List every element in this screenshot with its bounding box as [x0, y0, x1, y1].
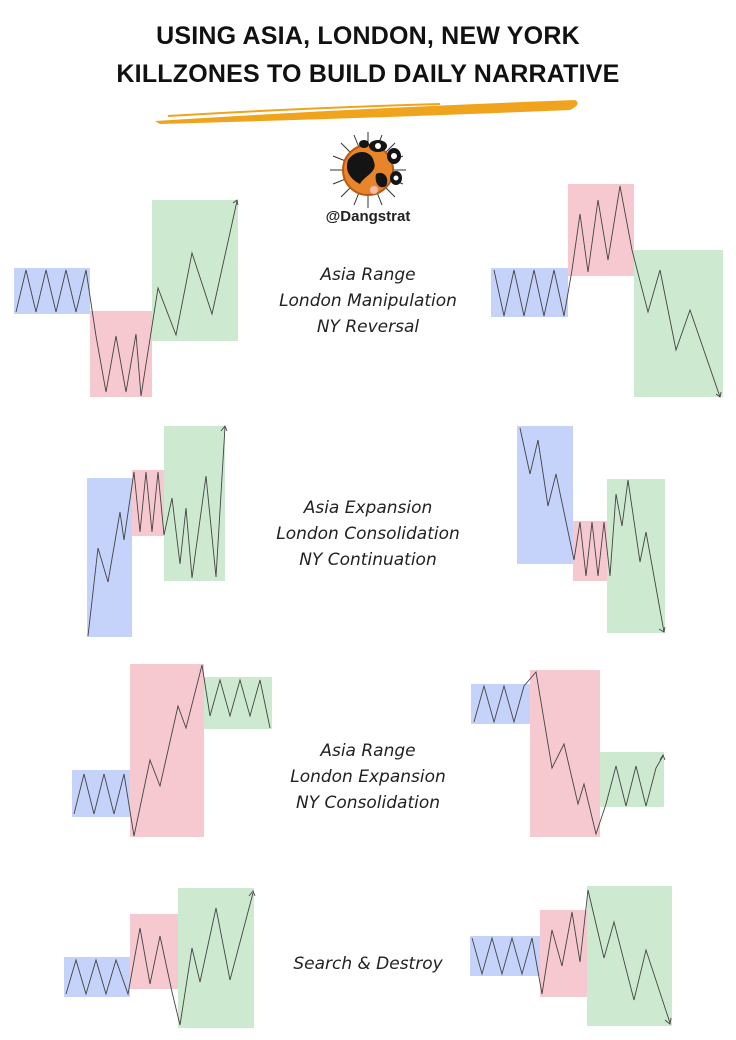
- price-line: [493, 185, 721, 398]
- globe-logo-icon: [330, 132, 406, 208]
- london-session-box: [130, 914, 178, 989]
- label-asia: Asia Range: [320, 741, 416, 761]
- london-session-box: [530, 670, 600, 837]
- label-london: London Consolidation: [276, 524, 460, 544]
- diagram-row1-bearish: [491, 184, 723, 398]
- ny-session-box: [607, 479, 665, 633]
- london-session-box: [90, 311, 152, 397]
- author-handle: @Dangstrat: [325, 208, 411, 225]
- title-underline: [155, 100, 578, 124]
- ny-session-box: [152, 200, 238, 341]
- label-ny: NY Reversal: [316, 317, 420, 337]
- arrow-head: [658, 626, 666, 633]
- label-asia: Asia Range: [320, 265, 416, 285]
- label-search-destroy: Search & Destroy: [293, 954, 443, 974]
- title-line-1: USING ASIA, LONDON, NEW YORK: [156, 22, 580, 50]
- ny-session-box: [600, 752, 664, 807]
- diagram-row4-bullish: [64, 888, 256, 1028]
- diagram-row2-bearish: [517, 426, 666, 633]
- arrow-head: [220, 425, 228, 432]
- asia-session-box: [470, 936, 540, 976]
- asia-session-box: [72, 770, 130, 817]
- diagram-row4-bearish: [470, 886, 672, 1026]
- title-line-2: KILLZONES TO BUILD DAILY NARRATIVE: [116, 60, 620, 88]
- london-session-box: [573, 521, 607, 581]
- asia-session-box: [517, 426, 573, 564]
- arrow-head: [232, 199, 239, 206]
- price-line: [73, 664, 271, 837]
- price-line: [519, 427, 665, 633]
- diagram-row1-bullish: [14, 199, 239, 397]
- ny-session-box: [204, 677, 272, 729]
- ny-session-box: [164, 426, 225, 581]
- row4-labels: Search & Destroy: [218, 951, 518, 977]
- label-ny: NY Consolidation: [295, 793, 441, 813]
- london-session-box: [130, 664, 204, 837]
- arrow-head: [248, 890, 256, 897]
- label-london: London Expansion: [290, 767, 446, 787]
- ny-session-box: [587, 886, 672, 1026]
- row3-labels: Asia Range London Expansion NY Consolida…: [218, 738, 518, 816]
- ny-session-box: [634, 250, 723, 397]
- label-london: London Manipulation: [279, 291, 457, 311]
- arrow-head: [664, 1017, 672, 1025]
- label-asia: Asia Expansion: [303, 498, 433, 518]
- row1-labels: Asia Range London Manipulation NY Revers…: [218, 262, 518, 340]
- arrow-head: [715, 391, 722, 398]
- row2-labels: Asia Expansion London Consolidation NY C…: [218, 495, 518, 573]
- label-ny: NY Continuation: [299, 550, 437, 570]
- price-line: [473, 670, 664, 836]
- asia-session-box: [471, 684, 530, 724]
- diagram-row3-bullish: [72, 664, 272, 837]
- diagram-row2-bullish: [87, 425, 228, 637]
- price-line: [65, 892, 254, 1026]
- title-underline-stroke: [167, 103, 441, 117]
- arrow-head: [659, 753, 666, 761]
- london-session-box: [540, 910, 587, 997]
- price-line: [87, 426, 226, 637]
- price-line: [15, 200, 238, 397]
- asia-session-box: [87, 478, 132, 637]
- price-line: [471, 889, 671, 1024]
- asia-session-box: [14, 268, 90, 314]
- london-session-box: [568, 184, 634, 276]
- diagram-row3-bearish: [471, 670, 666, 837]
